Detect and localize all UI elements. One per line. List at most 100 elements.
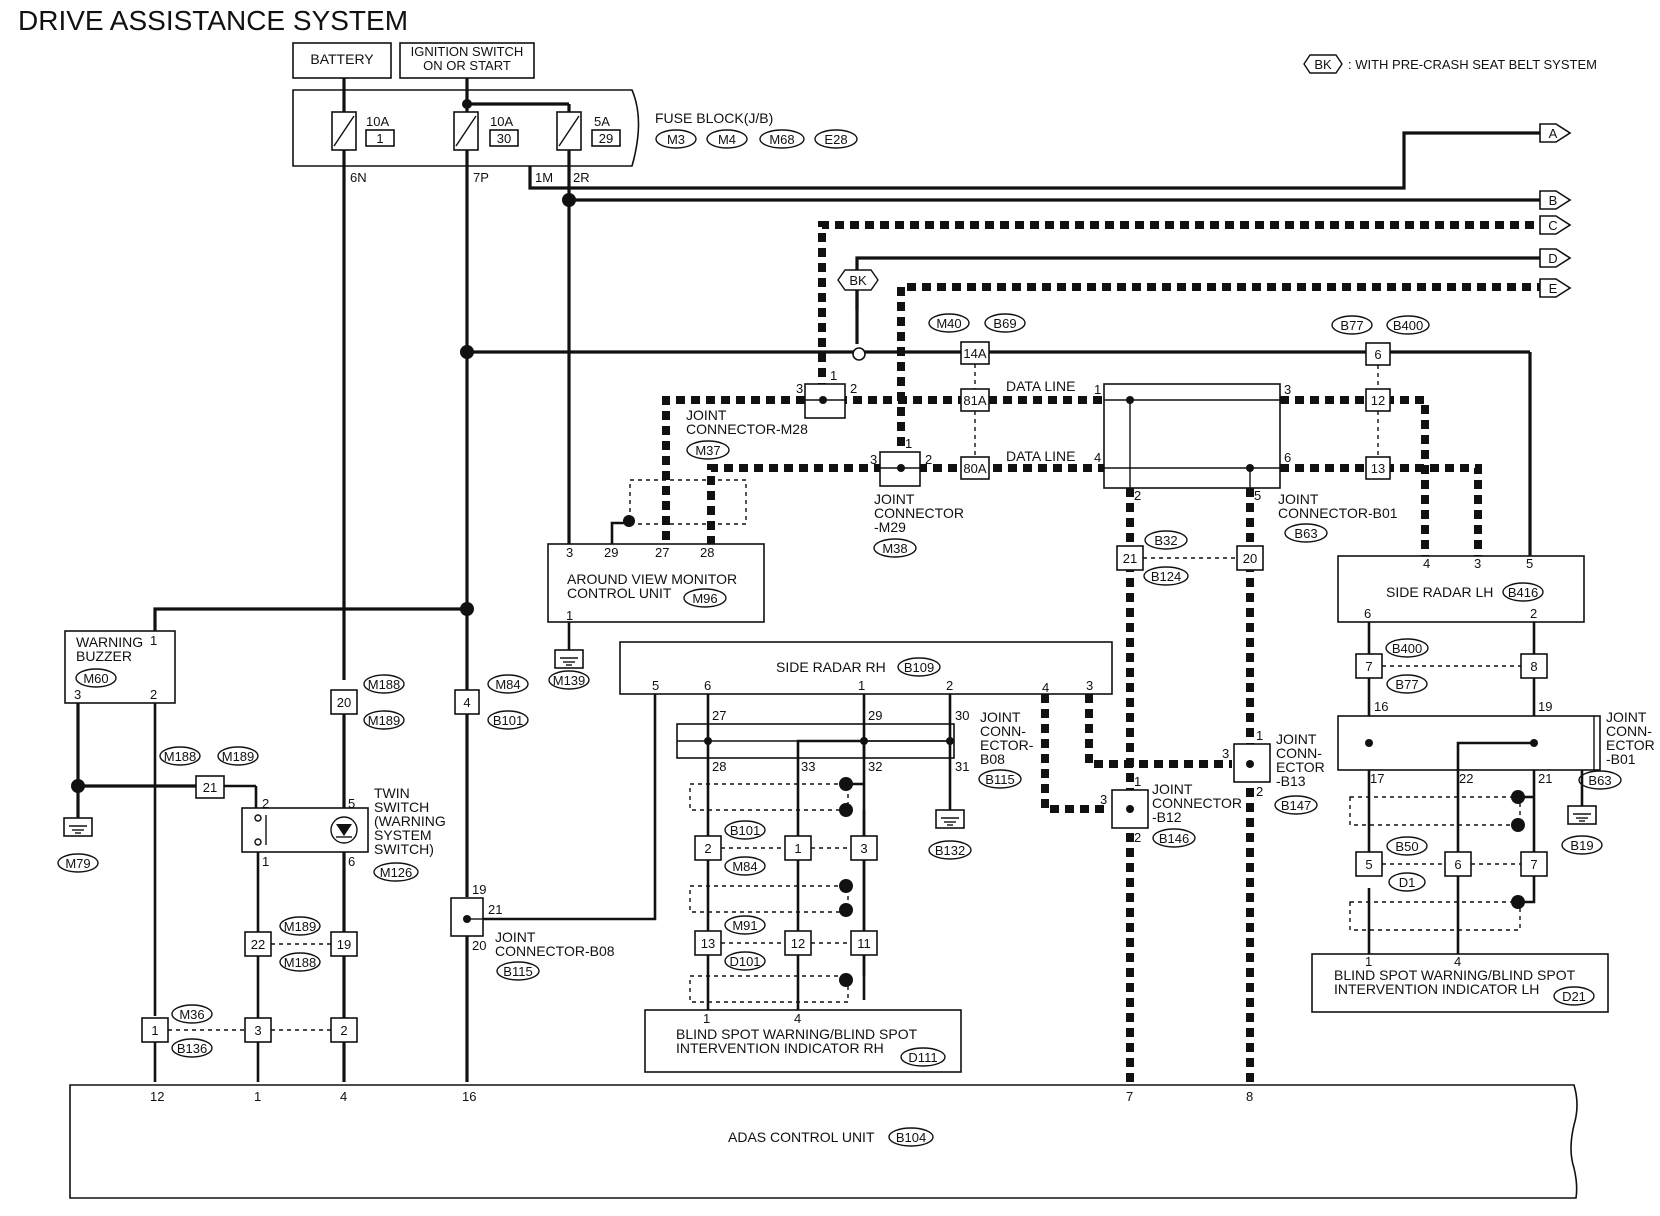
svg-text:M37: M37 [695, 443, 720, 458]
svg-text:10A: 10A [490, 114, 513, 129]
svg-text:5: 5 [1526, 556, 1533, 571]
joint-connector-b01-top: 1 3 4 6 2 5 JOINT CONNECTOR-B01 B63 [1094, 382, 1398, 543]
svg-text:M91: M91 [732, 918, 757, 933]
legend-tag: BK [1314, 57, 1332, 72]
svg-text:2: 2 [1134, 830, 1141, 845]
svg-text:16: 16 [1374, 699, 1388, 714]
svg-text:B124: B124 [1151, 569, 1181, 584]
svg-text:B77: B77 [1340, 318, 1363, 333]
svg-text:8: 8 [1530, 659, 1537, 674]
svg-text:2: 2 [850, 381, 857, 396]
svg-text:4: 4 [340, 1089, 347, 1104]
svg-text:B101: B101 [493, 713, 523, 728]
adas-connector: B104 [896, 1130, 926, 1145]
svg-text:B50: B50 [1395, 839, 1418, 854]
svg-text:12: 12 [1371, 393, 1385, 408]
svg-text:B69: B69 [993, 316, 1016, 331]
svg-text:3: 3 [870, 452, 877, 467]
power-wires [153, 78, 1540, 1082]
svg-text:2: 2 [1134, 488, 1141, 503]
svg-text:3: 3 [74, 687, 81, 702]
svg-text:3: 3 [254, 1023, 261, 1038]
svg-text:1: 1 [566, 608, 573, 623]
svg-text:33: 33 [801, 759, 815, 774]
svg-text:21: 21 [488, 902, 502, 917]
svg-text:3: 3 [796, 381, 803, 396]
ignition-label-1: IGNITION SWITCH [411, 44, 524, 59]
svg-text:2: 2 [340, 1023, 347, 1038]
bk-tag-text: BK [849, 273, 867, 288]
svg-text:JOINT: JOINT [1606, 709, 1647, 725]
connector-20-m188: 20 M188 M189 [330, 674, 405, 730]
legend-text: : WITH PRE-CRASH SEAT BELT SYSTEM [1348, 57, 1597, 72]
svg-text:M189: M189 [284, 919, 317, 934]
svg-text:JOINT: JOINT [686, 407, 727, 423]
connector-m36-b136: 1 3 2 M36 B136 [141, 1004, 358, 1058]
svg-text:4: 4 [1094, 450, 1101, 465]
svg-text:B400: B400 [1392, 641, 1422, 656]
svg-text:8: 8 [1246, 1089, 1253, 1104]
svg-text:27: 27 [655, 545, 669, 560]
svg-text:D111: D111 [908, 1050, 937, 1065]
svg-text:7: 7 [1126, 1089, 1133, 1104]
svg-text:-B01: -B01 [1606, 751, 1636, 767]
fuse-conn-3: M68 [769, 132, 794, 147]
svg-text:22: 22 [1459, 771, 1473, 786]
svg-text:B416: B416 [1508, 585, 1538, 600]
svg-text:SWITCH): SWITCH) [374, 841, 434, 857]
svg-text:SYSTEM: SYSTEM [374, 827, 432, 843]
junction-dots [460, 99, 866, 616]
svg-text:ECTOR: ECTOR [1606, 737, 1655, 753]
svg-text:TWIN: TWIN [374, 785, 410, 801]
pin-2r: 2R [573, 170, 590, 185]
svg-text:1: 1 [376, 131, 383, 146]
svg-text:M36: M36 [179, 1007, 204, 1022]
svg-text:M40: M40 [936, 316, 961, 331]
svg-text:A: A [1549, 126, 1558, 141]
svg-text:5: 5 [1254, 488, 1261, 503]
fuse-conn-1: M3 [667, 132, 685, 147]
svg-text:WARNING: WARNING [76, 634, 143, 650]
svg-text:21: 21 [203, 780, 217, 795]
svg-text:12: 12 [150, 1089, 164, 1104]
svg-text:D1: D1 [1399, 875, 1416, 890]
pin-6n: 6N [350, 170, 367, 185]
can-data-lines [662, 221, 1540, 1085]
svg-text:1: 1 [1365, 954, 1372, 969]
svg-text:B147: B147 [1281, 798, 1311, 813]
svg-text:B101: B101 [730, 823, 760, 838]
svg-text:30: 30 [955, 708, 969, 723]
svg-text:10A: 10A [366, 114, 389, 129]
fuse-conn-4: E28 [824, 132, 847, 147]
svg-text:CONNECTOR: CONNECTOR [1152, 795, 1242, 811]
svg-text:20: 20 [472, 938, 486, 953]
svg-text:(WARNING: (WARNING [374, 813, 446, 829]
svg-text:19: 19 [472, 882, 486, 897]
ignition-label-2: ON OR START [423, 58, 511, 73]
svg-text:12: 12 [791, 936, 805, 951]
svg-text:B63: B63 [1588, 773, 1611, 788]
svg-text:7: 7 [1365, 659, 1372, 674]
svg-text:6: 6 [1374, 347, 1381, 362]
svg-text:13: 13 [1371, 461, 1385, 476]
svg-text:28: 28 [700, 545, 714, 560]
svg-text:SIDE RADAR LH: SIDE RADAR LH [1386, 584, 1493, 600]
svg-text:1: 1 [1256, 728, 1263, 743]
ignition-box [399, 42, 535, 79]
svg-text:M38: M38 [882, 541, 907, 556]
connector-b32-b124: 21 20 B32 B124 [1116, 530, 1264, 586]
svg-text:M79: M79 [65, 856, 90, 871]
svg-text:19: 19 [337, 937, 351, 952]
joint-connector-m28: 3 1 2 JOINT CONNECTOR-M28 M37 [686, 368, 857, 460]
svg-text:JOINT: JOINT [1152, 781, 1193, 797]
joint-connector-b08-left: 19 21 20 JOINT CONNECTOR-B08 B115 [450, 694, 657, 981]
svg-text:2: 2 [262, 796, 269, 811]
svg-text:CONNECTOR-B08: CONNECTOR-B08 [495, 943, 615, 959]
svg-text:6: 6 [1364, 606, 1371, 621]
twin-switch: 2 1 5 6 TWIN SWITCH (WARNING SYSTEM SWIT… [241, 785, 446, 1082]
svg-text:1: 1 [262, 854, 269, 869]
svg-text:19: 19 [1538, 699, 1552, 714]
svg-text:1: 1 [703, 1011, 710, 1026]
svg-text:B08: B08 [980, 751, 1005, 767]
lh-harness-upper: 7 8 B400 B77 [1355, 622, 1548, 864]
